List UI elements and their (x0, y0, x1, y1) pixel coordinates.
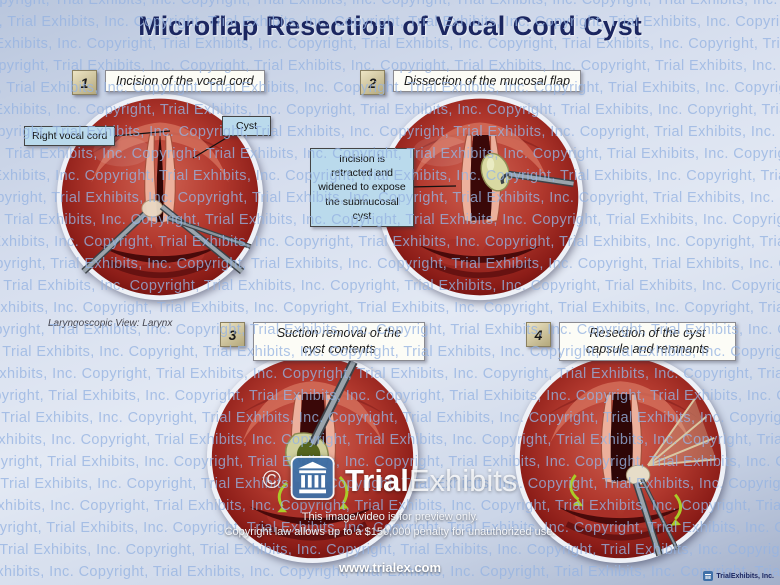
brand-name-light: Exhibits (408, 462, 518, 498)
step-label: Suction removal of the cyst contents (253, 322, 425, 362)
laryngoscopic-view-caption: Laryngoscopic View: Larynx (48, 318, 173, 329)
page-title: Microflap Resection of Vocal Cord Cyst (138, 11, 642, 41)
illustration-step-4 (513, 350, 728, 570)
step-number-badge: 1 (72, 70, 97, 95)
mini-brand-label: TrialExhibits, Inc. (716, 572, 774, 580)
footer-url: www.trialex.com (338, 560, 442, 575)
step-header-2: 2 Dissection of the mucosal flap (360, 70, 582, 95)
mini-logo-icon (703, 571, 714, 581)
step-header-1: 1 Incision of the vocal cord (72, 70, 265, 95)
mini-brand: TrialExhibits, Inc. (703, 571, 774, 581)
step-label: Dissection of the mucosal flap (393, 70, 582, 92)
step-number-badge: 4 (526, 322, 551, 347)
step-header-3: 3 Suction removal of the cyst contents (220, 322, 425, 362)
step-header-4: 4 Resection of the cyst capsule and remn… (526, 322, 736, 362)
step-label: Incision of the vocal cord (105, 70, 265, 92)
brand-name-bold: Trial (345, 462, 409, 498)
step-number-badge: 3 (220, 322, 245, 347)
step-label: Resection of the cyst capsule and remnan… (559, 322, 736, 362)
callout-incision-retracted: Incision is retracted and widened to exp… (310, 148, 414, 227)
step-number-badge: 2 (360, 70, 385, 95)
preview-notice-line1: This image/video is for preview only. (301, 511, 479, 523)
illustration-step-2 (375, 92, 585, 307)
callout-cyst: Cyst (222, 116, 271, 136)
trialexhibits-logo-icon (291, 456, 336, 505)
copyright-symbol: © (262, 466, 282, 494)
preview-notice-line2: Copyright law allows up to a $150,000 pe… (224, 526, 556, 538)
callout-right-vocal-cord: Right vocal cord (24, 126, 116, 146)
